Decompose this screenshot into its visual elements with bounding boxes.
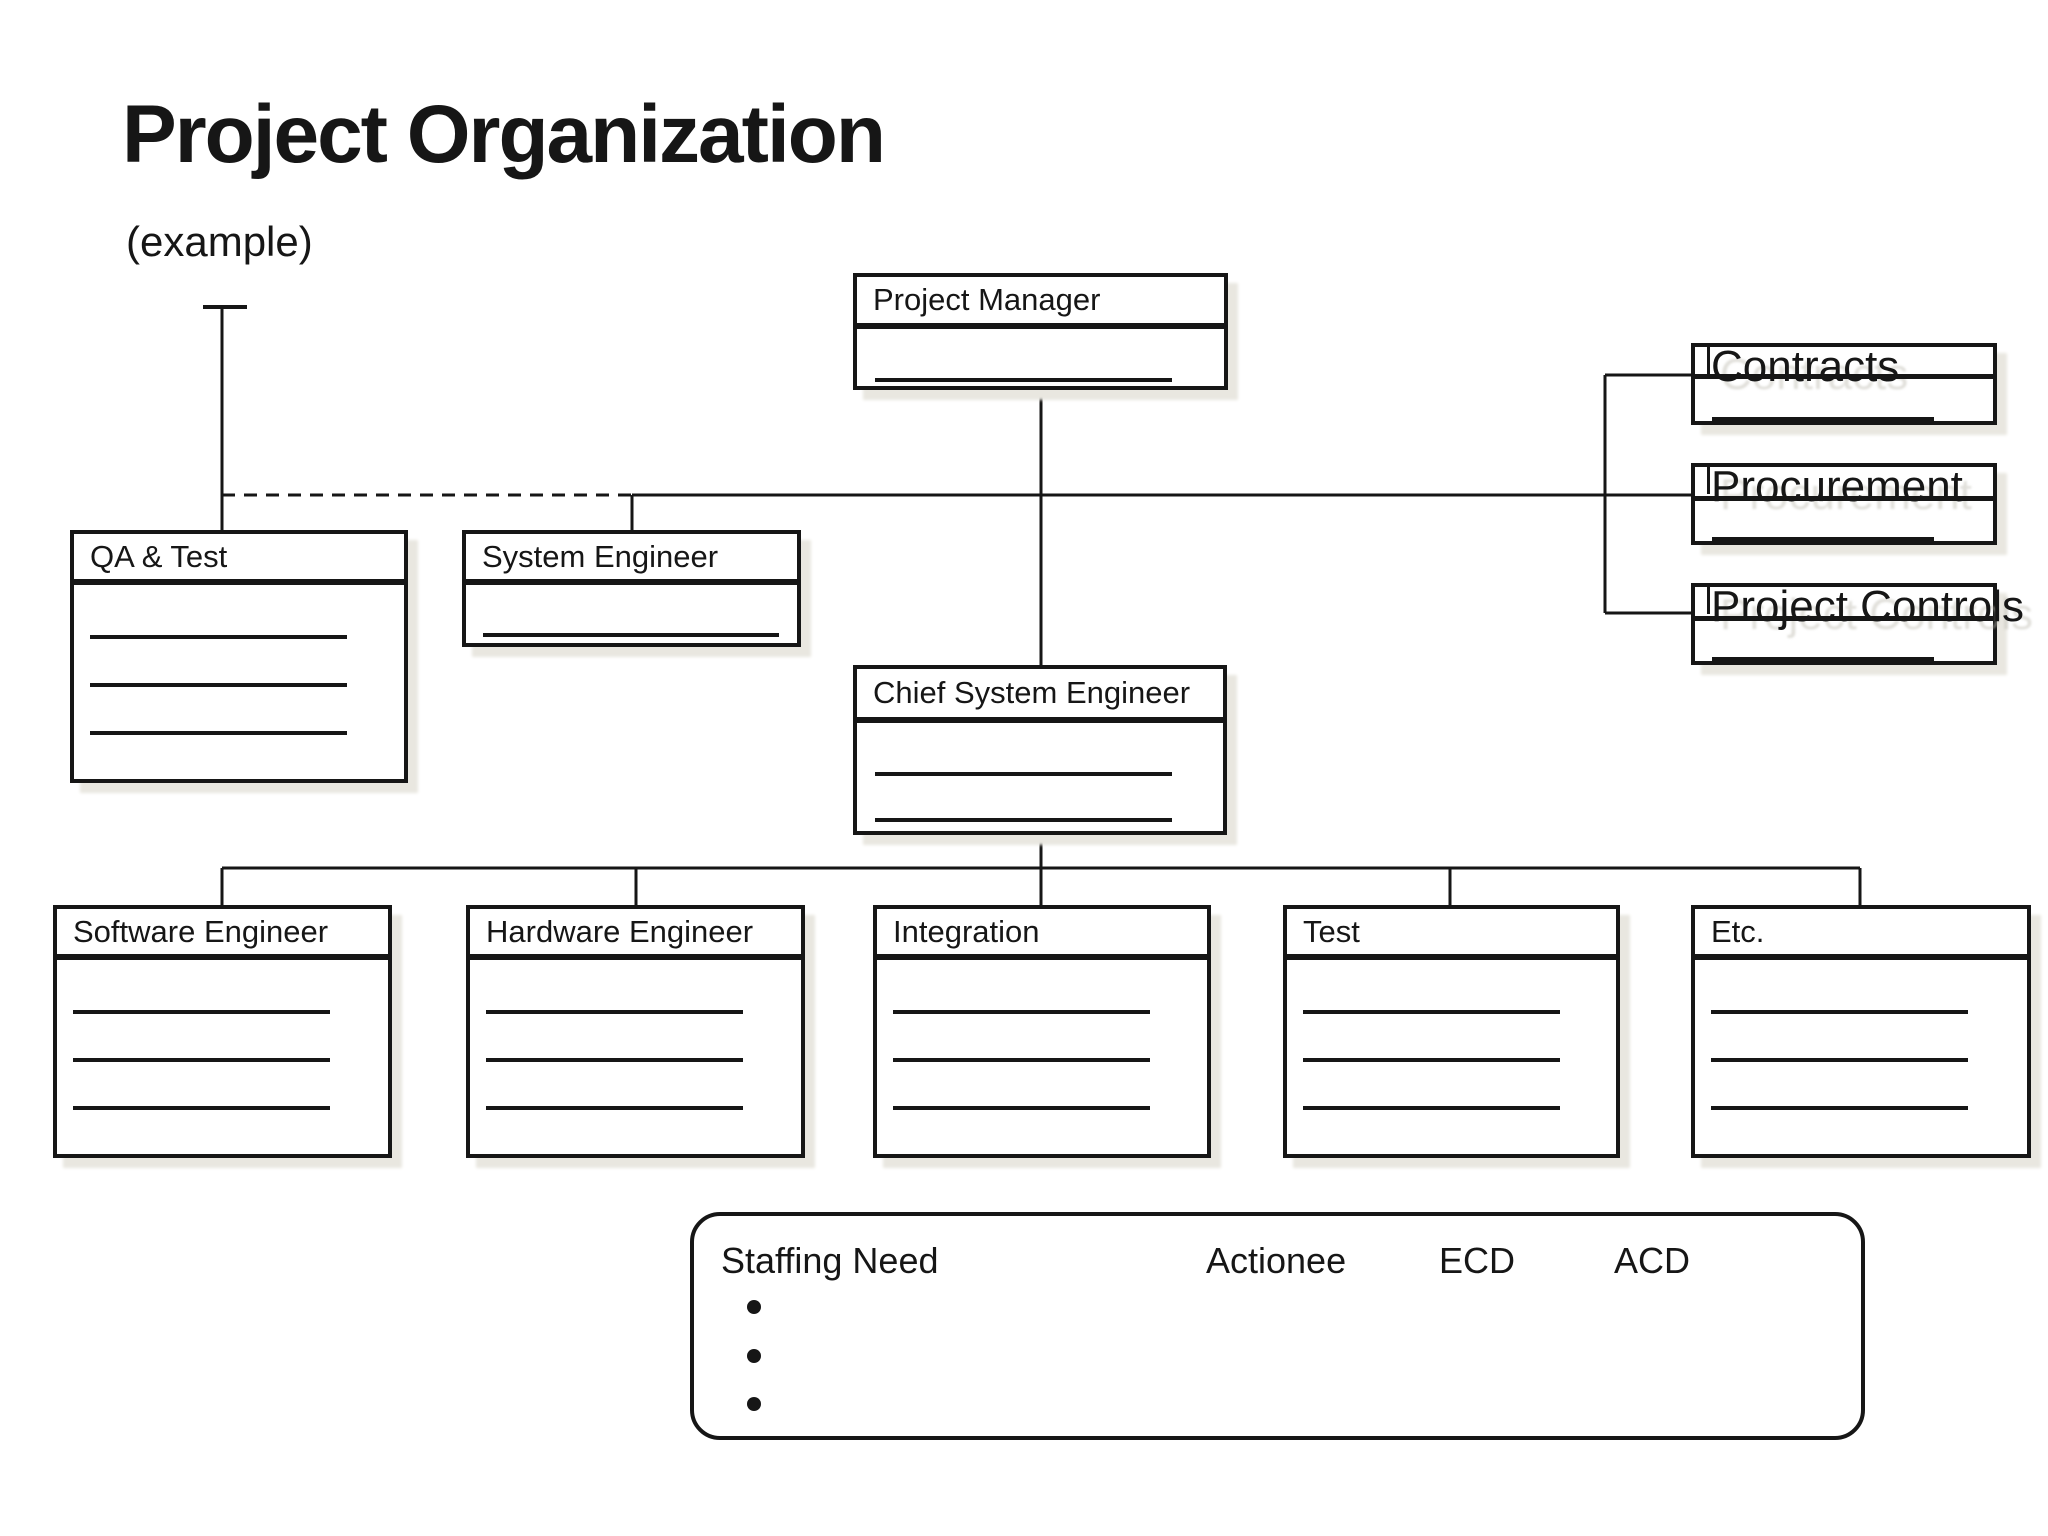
org-box-label: Test <box>1303 914 1360 949</box>
org-box-etc: Etc. <box>1691 905 2031 1158</box>
box-divider <box>877 954 1207 960</box>
bullet-icon <box>747 1397 761 1411</box>
blank-name-line <box>875 818 1172 822</box>
org-box-project-manager: Project Manager <box>853 273 1228 390</box>
blank-name-line <box>875 772 1172 776</box>
bullet-icon <box>747 1349 761 1363</box>
blank-name-line <box>73 1058 330 1062</box>
org-box-contracts: Contracts <box>1691 342 1997 425</box>
box-divider <box>1287 954 1616 960</box>
box-divider <box>1695 374 1993 379</box>
blank-name-line <box>875 378 1172 382</box>
blank-name-line <box>1711 1058 1968 1062</box>
org-box-hardware-engineer: Hardware Engineer <box>466 905 805 1158</box>
org-box-label: Integration <box>893 914 1040 949</box>
blank-name-line <box>1303 1106 1560 1110</box>
blank-name-line <box>1303 1058 1560 1062</box>
org-box-procurement: Procurement <box>1691 462 1997 545</box>
blank-name-line <box>1711 1106 1968 1110</box>
org-box-label: Software Engineer <box>73 914 329 949</box>
blank-name-line <box>893 1058 1150 1062</box>
header-notch <box>1707 347 1710 374</box>
blank-name-line <box>1712 537 1934 541</box>
header-notch <box>1707 467 1710 494</box>
org-box-label: Chief System Engineer <box>873 675 1191 710</box>
blank-name-line <box>90 683 347 687</box>
blank-name-line <box>486 1058 743 1062</box>
blank-name-line <box>73 1010 330 1014</box>
box-divider <box>857 323 1224 329</box>
blank-name-line <box>486 1106 743 1110</box>
staffing-col-acd: ACD <box>1614 1240 1691 1281</box>
blank-name-line <box>893 1010 1150 1014</box>
box-divider <box>466 579 797 585</box>
box-divider <box>1695 954 2027 960</box>
blank-name-line <box>90 731 347 735</box>
org-box-label: Project Controls <box>1711 582 2025 631</box>
blank-name-line <box>1712 417 1934 421</box>
org-box-qa-test: QA & Test <box>70 530 408 783</box>
org-box-integration: Integration <box>873 905 1211 1158</box>
org-box-project-controls: Project Controls <box>1691 582 2024 665</box>
org-box-label: Contracts <box>1711 342 1900 391</box>
org-box-label: Etc. <box>1711 914 1765 949</box>
org-box-chief-system-engineer: Chief System Engineer <box>853 665 1227 835</box>
blank-name-line <box>486 1010 743 1014</box>
staffing-col-actionee: Actionee <box>1206 1240 1347 1281</box>
box-divider <box>1695 616 1993 621</box>
org-box-label: Procurement <box>1711 462 1963 511</box>
blank-name-line <box>1712 657 1934 661</box>
blank-name-line <box>483 633 779 637</box>
box-divider <box>470 954 801 960</box>
box-divider <box>857 717 1223 723</box>
org-box-label: System Engineer <box>482 539 719 574</box>
staffing-col-ecd: ECD <box>1439 1240 1516 1281</box>
org-box-software-engineer: Software Engineer <box>53 905 392 1158</box>
org-box-system-engineer: System Engineer <box>462 530 801 647</box>
box-divider <box>1695 496 1993 501</box>
org-box-label: Hardware Engineer <box>486 914 754 949</box>
blank-name-line <box>1303 1010 1560 1014</box>
page-subtitle: (example) <box>126 218 313 265</box>
staffing-title: Staffing Need <box>721 1240 939 1281</box>
blank-name-line <box>73 1106 330 1110</box>
bullet-icon <box>747 1300 761 1314</box>
blank-name-line <box>1711 1010 1968 1014</box>
org-box-label: Project Manager <box>873 282 1101 317</box>
org-box-test: Test <box>1283 905 1620 1158</box>
org-box-label: QA & Test <box>90 539 228 574</box>
box-divider <box>74 579 404 585</box>
page-title: Project Organization <box>122 89 886 180</box>
staffing-need-panel: Staffing Need Actionee ECD ACD <box>690 1212 1865 1440</box>
blank-name-line <box>893 1106 1150 1110</box>
header-notch <box>1707 587 1710 614</box>
blank-name-line <box>90 635 347 639</box>
box-divider <box>57 954 388 960</box>
